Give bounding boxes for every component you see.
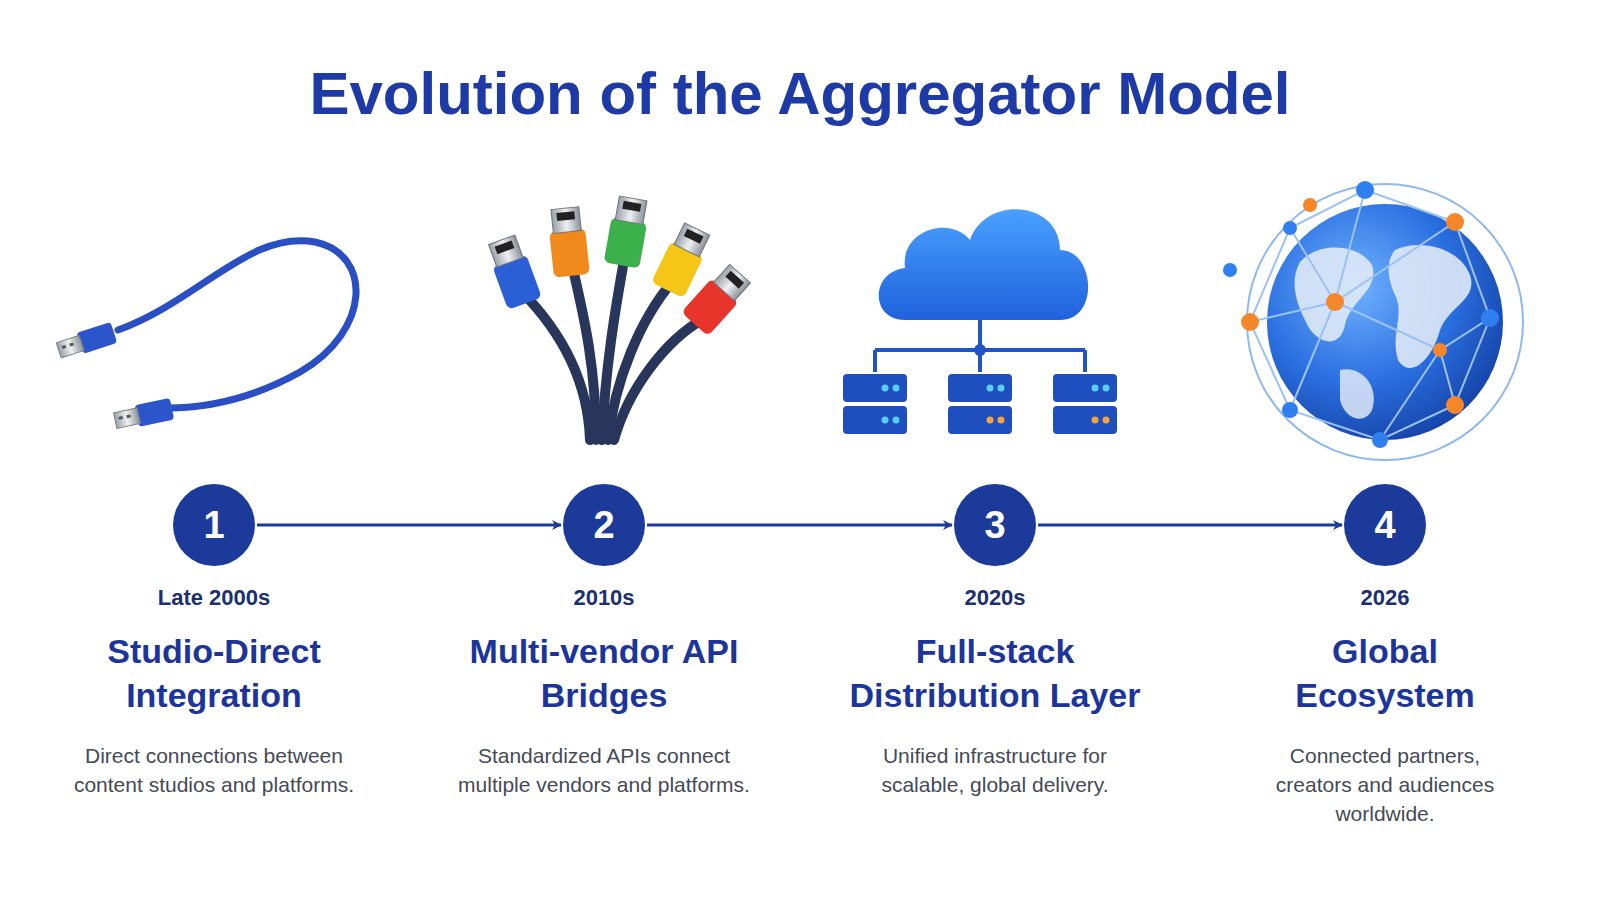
stage-description: Connected partners, creators and audienc… xyxy=(1255,741,1515,828)
timeline-arrow xyxy=(647,524,952,527)
timeline-arrow xyxy=(1038,524,1342,527)
stage-heading: Multi-vendor API Bridges xyxy=(464,629,744,717)
stage-heading: Studio-Direct Integration xyxy=(69,629,359,717)
period-label: Late 2000s xyxy=(49,585,379,611)
step-circle: 22010sMulti-vendor API BridgesStandardiz… xyxy=(563,484,645,566)
period-label: 2020s xyxy=(825,585,1165,611)
stage-caption: 2020sFull-stack Distribution LayerUnifie… xyxy=(825,585,1165,799)
step-circle: 42026Global EcosystemConnected partners,… xyxy=(1344,484,1426,566)
step-number: 2 xyxy=(563,484,645,566)
step-number: 1 xyxy=(173,484,255,566)
step-number: 4 xyxy=(1344,484,1426,566)
diagram-title: Evolution of the Aggregator Model xyxy=(0,58,1600,130)
stage-caption: Late 2000sStudio-Direct IntegrationDirec… xyxy=(49,585,379,799)
step-circle: 32020sFull-stack Distribution LayerUnifi… xyxy=(954,484,1036,566)
period-label: 2010s xyxy=(439,585,769,611)
cable-bundle xyxy=(485,195,754,440)
stage-caption: 2026Global EcosystemConnected partners, … xyxy=(1255,585,1515,828)
cloud-servers xyxy=(843,209,1117,434)
stage-heading: Global Ecosystem xyxy=(1265,629,1505,717)
timeline-arrow xyxy=(257,524,561,527)
step-circle: 1Late 2000sStudio-Direct IntegrationDire… xyxy=(173,484,255,566)
step-number: 3 xyxy=(954,484,1036,566)
stage-caption: 2010sMulti-vendor API BridgesStandardize… xyxy=(439,585,769,799)
stage-heading: Full-stack Distribution Layer xyxy=(825,629,1165,717)
stage-description: Unified infrastructure for scalable, glo… xyxy=(840,741,1150,799)
stage-description: Direct connections between content studi… xyxy=(49,741,379,799)
period-label: 2026 xyxy=(1255,585,1515,611)
stage-description: Standardized APIs connect multiple vendo… xyxy=(439,741,769,799)
globe-network xyxy=(1223,181,1523,460)
usb-cable xyxy=(55,241,356,432)
